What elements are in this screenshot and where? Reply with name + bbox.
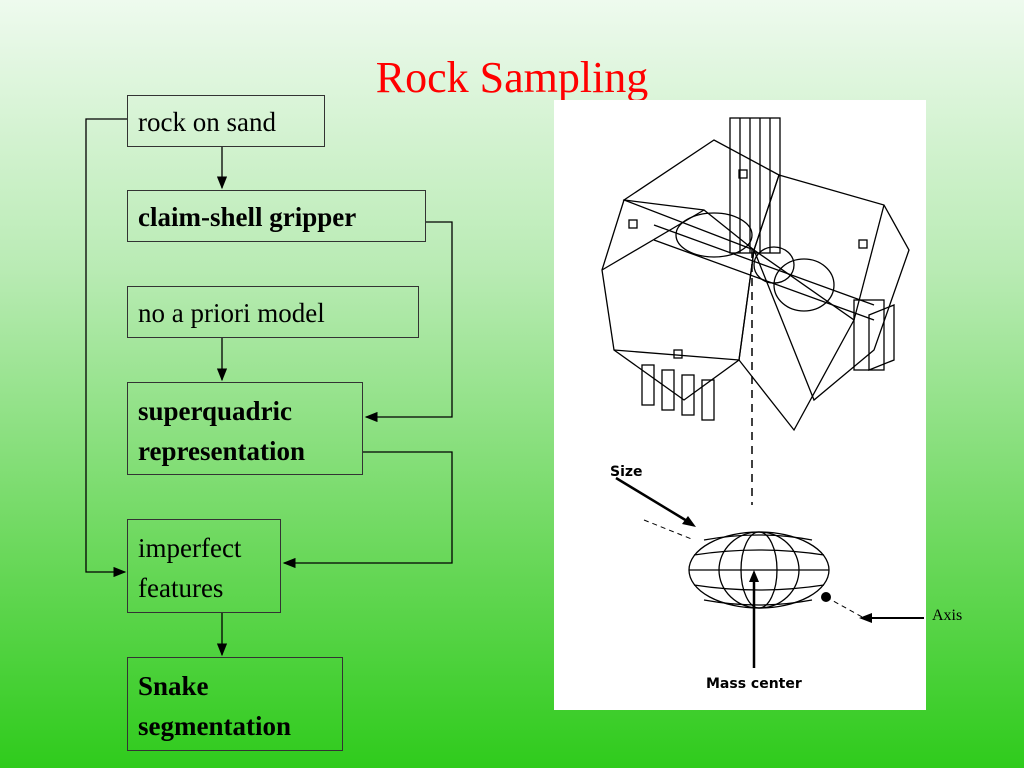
arrow-superquadric-to-imperfect xyxy=(282,451,453,569)
box-superquadric: superquadric representation xyxy=(127,382,363,475)
box-snake: Snake segmentation xyxy=(127,657,343,751)
gripper-figure: Size Mass center xyxy=(554,100,926,710)
box-rock-on-sand: rock on sand xyxy=(127,95,325,147)
box-gripper: claim-shell gripper xyxy=(127,190,426,242)
label-mass-center: Mass center xyxy=(706,676,802,692)
box-snake-line2: segmentation xyxy=(138,711,291,741)
arrow-gripper-to-superquadric xyxy=(364,221,453,423)
box-no-model: no a priori model xyxy=(127,286,419,338)
box-no-model-label: no a priori model xyxy=(138,298,325,328)
slide-title: Rock Sampling xyxy=(375,53,649,102)
label-size: Size xyxy=(610,464,643,480)
box-superquadric-line1: superquadric xyxy=(138,396,293,426)
box-rock-on-sand-label: rock on sand xyxy=(138,107,276,137)
box-superquadric-line2: representation xyxy=(138,436,305,466)
box-imperfect-line2: features xyxy=(138,573,224,603)
box-imperfect: imperfect features xyxy=(127,519,281,613)
box-gripper-label: claim-shell gripper xyxy=(138,202,357,232)
box-imperfect-line1: imperfect xyxy=(138,533,242,563)
label-axis: Axis xyxy=(932,607,963,624)
gripper-drawing: Size Mass center xyxy=(601,117,924,692)
arrow-rock-to-imperfect xyxy=(85,118,127,578)
box-snake-line1: Snake xyxy=(138,671,209,701)
